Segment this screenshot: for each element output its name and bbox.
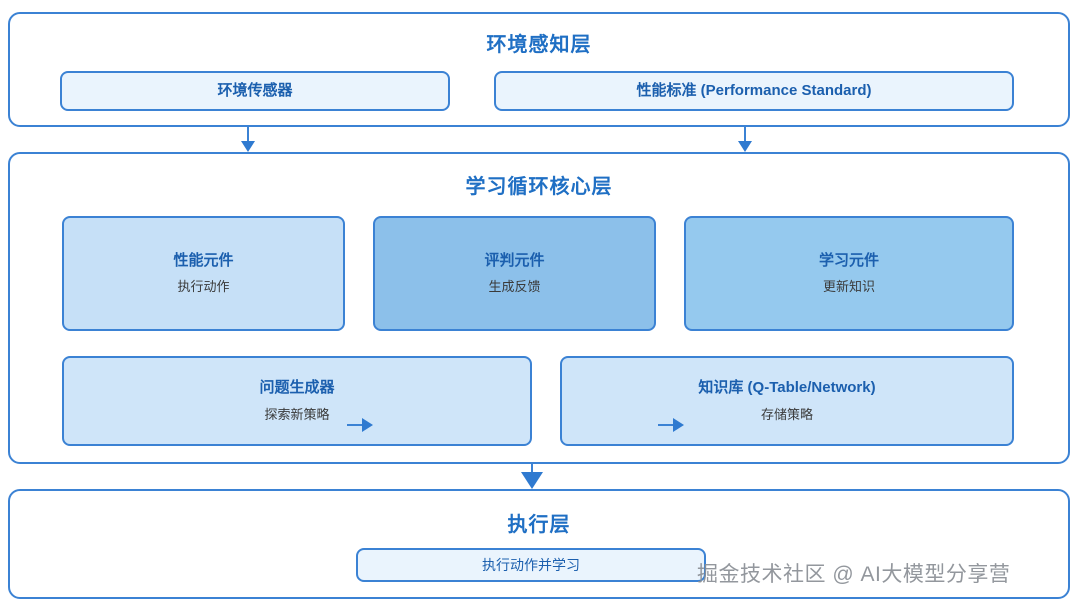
arrow-core-to-execution-icon <box>519 464 545 489</box>
node-environment-sensor[interactable]: 环境传感器 <box>60 71 450 111</box>
node-problem-generator[interactable]: 问题生成器 探索新策略 <box>62 356 532 446</box>
node-critic-element[interactable]: 评判元件 生成反馈 <box>373 216 656 331</box>
node-performance-element-subtitle: 执行动作 <box>177 279 230 295</box>
node-performance-element[interactable]: 性能元件 执行动作 <box>62 216 345 331</box>
layer-execution: 执行层 执行动作并学习 <box>8 489 1070 599</box>
arrow-head <box>241 141 255 152</box>
layer-perception-title: 环境感知层 <box>486 34 592 56</box>
node-critic-element-title: 评判元件 <box>484 251 545 269</box>
node-performance-standard-title: 性能标准 (Performance Standard) <box>636 82 872 100</box>
arrow-head <box>362 418 373 432</box>
node-knowledge-base-title: 知识库 (Q-Table/Network) <box>698 379 876 397</box>
arrow-shaft <box>658 424 674 426</box>
arrow-shaft <box>347 424 363 426</box>
layer-learning-core: 学习循环核心层 性能元件 执行动作 评判元件 生成反馈 学习元件 更新知识 问题… <box>8 152 1070 464</box>
node-performance-standard[interactable]: 性能标准 (Performance Standard) <box>494 71 1014 111</box>
node-knowledge-base-subtitle: 存储策略 <box>760 406 813 422</box>
node-execute-and-learn[interactable]: 执行动作并学习 <box>356 548 706 582</box>
node-knowledge-base[interactable]: 知识库 (Q-Table/Network) 存储策略 <box>560 356 1014 446</box>
layer-execution-title: 执行层 <box>507 514 571 536</box>
arrow-shaft <box>744 127 746 141</box>
arrow-shaft <box>247 127 249 141</box>
layer-learning-core-title: 学习循环核心层 <box>465 176 613 198</box>
node-learning-element-title: 学习元件 <box>818 251 879 269</box>
arrow-performance-to-critic-icon <box>347 416 373 434</box>
node-problem-generator-title: 问题生成器 <box>259 379 335 397</box>
arrow-standard-to-core-icon <box>735 127 755 152</box>
node-execute-and-learn-title: 执行动作并学习 <box>482 556 580 573</box>
arrow-shaft <box>531 464 533 472</box>
arrow-sensor-to-core-icon <box>238 127 258 152</box>
arrow-critic-to-learning-icon <box>658 416 684 434</box>
layer-perception: 环境感知层 环境传感器 性能标准 (Performance Standard) <box>8 12 1070 127</box>
node-environment-sensor-title: 环境传感器 <box>217 82 293 100</box>
node-problem-generator-subtitle: 探索新策略 <box>264 406 330 422</box>
node-critic-element-subtitle: 生成反馈 <box>488 279 541 295</box>
node-performance-element-title: 性能元件 <box>173 251 234 269</box>
arrow-head <box>738 141 752 152</box>
node-learning-element-subtitle: 更新知识 <box>822 279 875 295</box>
arrow-head <box>673 418 684 432</box>
arrow-head <box>521 472 543 489</box>
node-learning-element[interactable]: 学习元件 更新知识 <box>684 216 1014 331</box>
